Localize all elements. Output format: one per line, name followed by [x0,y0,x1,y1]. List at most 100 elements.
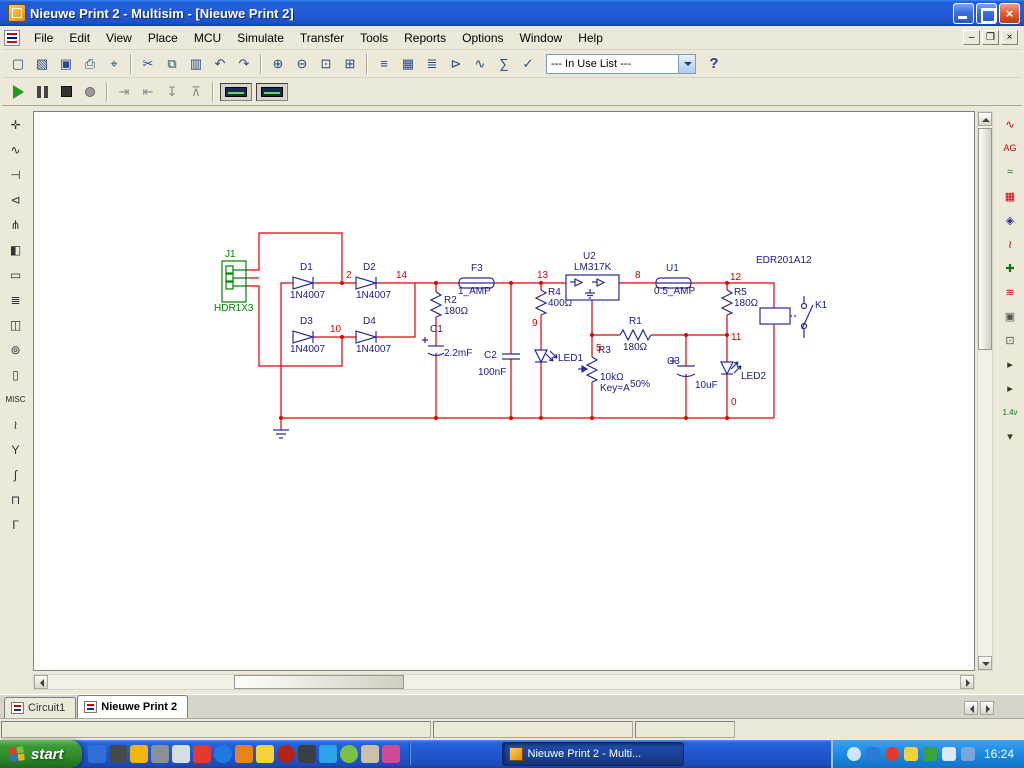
database-manager-button[interactable]: ≣ [421,53,443,75]
quick-launch-icon-13[interactable] [340,745,358,763]
net-label[interactable]: 10 [330,324,342,335]
component-k1[interactable]: K1 EDR201A12 [756,255,828,338]
step-over-button[interactable]: ⇤ [137,81,159,103]
quick-launch-icon-2[interactable] [109,745,127,763]
tray-icon-2[interactable] [866,747,880,761]
tray-icon-4[interactable] [904,747,918,761]
combo-dropdown-arrow-icon[interactable] [678,55,695,73]
component-c2[interactable]: C2 100nF [478,350,520,378]
diode-component-button[interactable]: ⊣ [5,164,27,185]
component-d3[interactable]: D3 1N4007 [290,316,325,355]
virtual-basic-button[interactable]: ▦ [999,186,1021,206]
print-preview-button[interactable]: ⌖ [103,53,125,75]
paste-button[interactable]: ▥ [185,53,207,75]
component-ref[interactable]: D2 [363,262,376,273]
quick-launch-icon-5[interactable] [172,745,190,763]
virtual-measurement-button[interactable]: ✚ [999,258,1021,278]
misc-digital-button[interactable]: ≣ [5,289,27,310]
electromech-component-button[interactable]: ∫ [5,464,27,485]
network-icon[interactable] [961,747,975,761]
component-ref[interactable]: C3 [667,356,680,367]
vertical-scroll-thumb[interactable] [978,128,992,350]
analysis-button[interactable]: ∿ [469,53,491,75]
minimize-button[interactable] [953,3,974,24]
close-button[interactable]: × [999,3,1020,24]
toolbar-scroll-next-button[interactable]: ▸ [999,354,1021,374]
menu-simulate[interactable]: Simulate [229,27,292,49]
mixed-component-button[interactable]: ◫ [5,314,27,335]
component-r5[interactable]: R5 180Ω [722,287,759,315]
component-j1[interactable]: J1 HDR1X3 [214,249,254,314]
stop-simulation-button[interactable] [54,81,78,103]
scroll-left-button[interactable] [34,675,48,689]
quick-launch-icon-15[interactable] [382,745,400,763]
component-led2[interactable]: LED2 [721,362,766,382]
zoom-fit-button[interactable]: ⊞ [339,53,361,75]
zoom-out-button[interactable]: ⊖ [291,53,313,75]
cmos-component-button[interactable]: ▭ [5,264,27,285]
quick-launch-icon-6[interactable] [193,745,211,763]
component-f3[interactable]: F3 1_AMP [458,263,494,297]
component-value[interactable]: 1N4007 [356,344,391,355]
toolbar-scroll-down-button[interactable]: ▾ [999,426,1021,446]
component-value[interactable]: 1N4007 [356,290,391,301]
virtual-power-button[interactable]: ▣ [999,306,1021,326]
menu-help[interactable]: Help [570,27,611,49]
component-r1[interactable]: R1 180Ω [620,316,651,353]
quick-launch-icon-9[interactable] [256,745,274,763]
virtual-signal-button[interactable]: ⊡ [999,330,1021,350]
component-d2[interactable]: D2 1N4007 [356,262,391,301]
component-ref[interactable]: C1 [430,324,443,335]
menu-file[interactable]: File [26,27,61,49]
component-d1[interactable]: D1 1N4007 [290,262,325,301]
quick-launch-icon-11[interactable] [298,745,316,763]
quick-launch-icon-3[interactable] [130,745,148,763]
scroll-right-button[interactable] [960,675,974,689]
open-button[interactable]: ▧ [31,53,53,75]
zoom-area-button[interactable]: ⊡ [315,53,337,75]
component-value[interactable]: 10kΩ [600,372,624,383]
component-ref[interactable]: J1 [225,249,236,260]
task-button-multisim[interactable]: Nieuwe Print 2 - Multi... [502,742,684,766]
tray-icon-1[interactable] [847,747,861,761]
component-value[interactable]: 2.2mF [444,348,472,359]
redo-button[interactable]: ↷ [233,53,255,75]
net-label[interactable]: 9 [532,318,538,329]
component-ref[interactable]: U1 [666,263,679,274]
spreadsheet-view-button[interactable]: ▦ [397,53,419,75]
tab-nieuwe-print-2[interactable]: Nieuwe Print 2 [77,695,188,718]
misc-component-button[interactable]: MISC [5,389,27,410]
analog-ground-button[interactable]: AG [999,138,1021,158]
mdi-child-icon[interactable] [4,30,20,46]
component-ref[interactable]: R5 [734,287,747,298]
component-ref[interactable]: LED1 [558,353,583,364]
net-label[interactable]: 11 [731,332,742,343]
component-value[interactable]: 10uF [695,380,718,391]
quick-launch-icon-4[interactable] [151,745,169,763]
indicator-component-button[interactable]: ⊚ [5,339,27,360]
record-button[interactable] [78,81,102,103]
component-ref[interactable]: D1 [300,262,313,273]
component-value[interactable]: 1N4007 [290,290,325,301]
net-label[interactable]: 2 [346,270,352,281]
ttl-component-button[interactable]: ◧ [5,239,27,260]
component-percent[interactable]: 50% [630,379,650,390]
ni-component-button[interactable]: ⊓ [5,489,27,510]
menu-view[interactable]: View [98,27,140,49]
component-value[interactable]: 0.5_AMP [654,286,695,297]
net-label[interactable]: 14 [396,270,408,281]
wire[interactable] [246,233,774,430]
connector-component-button[interactable]: Γ [5,514,27,535]
component-ref[interactable]: C2 [484,350,497,361]
quick-launch-icon-10[interactable] [277,745,295,763]
mdi-restore-button[interactable]: ❐ [982,30,999,45]
menu-tools[interactable]: Tools [352,27,396,49]
step-into-button[interactable]: ⇥ [113,81,135,103]
component-c3[interactable]: C3 10uF [667,356,718,391]
volume-icon[interactable] [942,747,956,761]
mdi-close-button[interactable]: × [1001,30,1018,45]
component-ref[interactable]: R1 [629,316,642,327]
copy-button[interactable]: ⧉ [161,53,183,75]
cut-button[interactable]: ✂ [137,53,159,75]
horizontal-scroll-thumb[interactable] [234,675,404,689]
